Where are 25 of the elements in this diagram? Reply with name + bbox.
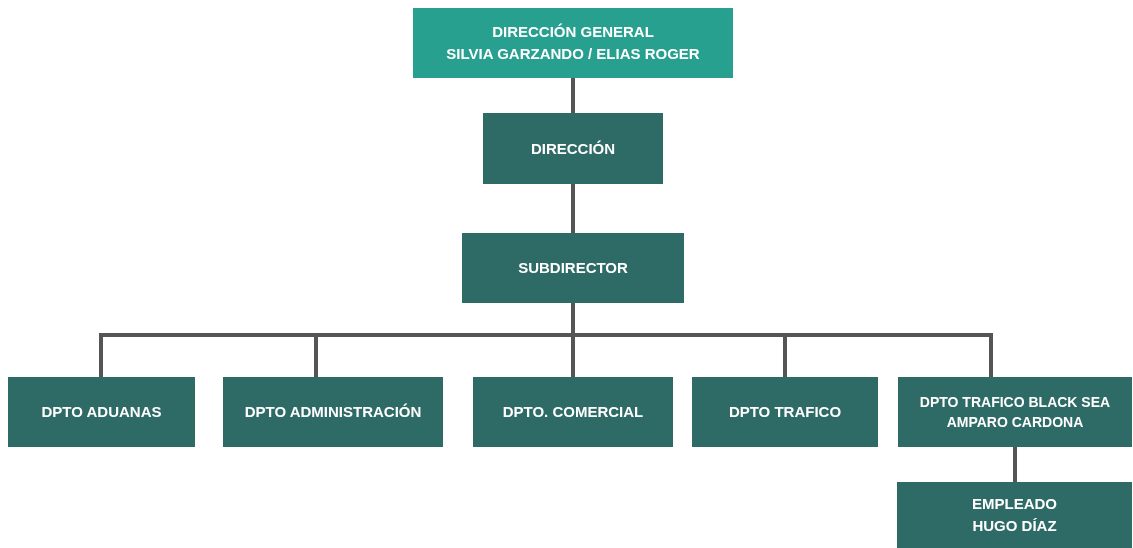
connector-line <box>571 78 575 113</box>
person-name: AMPARO CARDONA <box>946 413 1084 432</box>
org-chart-box <box>483 113 663 184</box>
org-chart-box <box>223 377 443 447</box>
connector-line <box>1013 447 1017 482</box>
org-chart-box <box>692 377 878 447</box>
org-chart-box <box>8 377 195 447</box>
box-title: DPTO. COMERCIAL <box>502 402 644 423</box>
box-title: DPTO TRAFICO BLACK SEA <box>919 392 1111 412</box>
box-title: SUBDIRECTOR <box>518 258 628 279</box>
org-chart-box <box>462 233 684 303</box>
box-title: DPTO ADUANAS <box>41 402 162 423</box>
box-title: DPTO TRAFICO <box>728 402 842 423</box>
box-title: EMPLEADO <box>972 494 1057 515</box>
person-name: SILVIA GARZANDO / ELIAS ROGER <box>446 44 700 64</box>
org-chart-box <box>897 482 1132 548</box>
org-chart-box <box>898 377 1132 447</box>
connector-line <box>571 184 575 233</box>
box-title: DIRECCIÓN <box>530 138 616 159</box>
box-title: DPTO ADMINISTRACIÓN <box>244 402 422 423</box>
box-title: DIRECCIÓN GENERAL <box>492 22 654 43</box>
org-chart-box <box>413 8 733 78</box>
connector-line <box>571 303 993 377</box>
person-name: HUGO DÍAZ <box>972 516 1057 536</box>
org-chart-box <box>473 377 673 447</box>
